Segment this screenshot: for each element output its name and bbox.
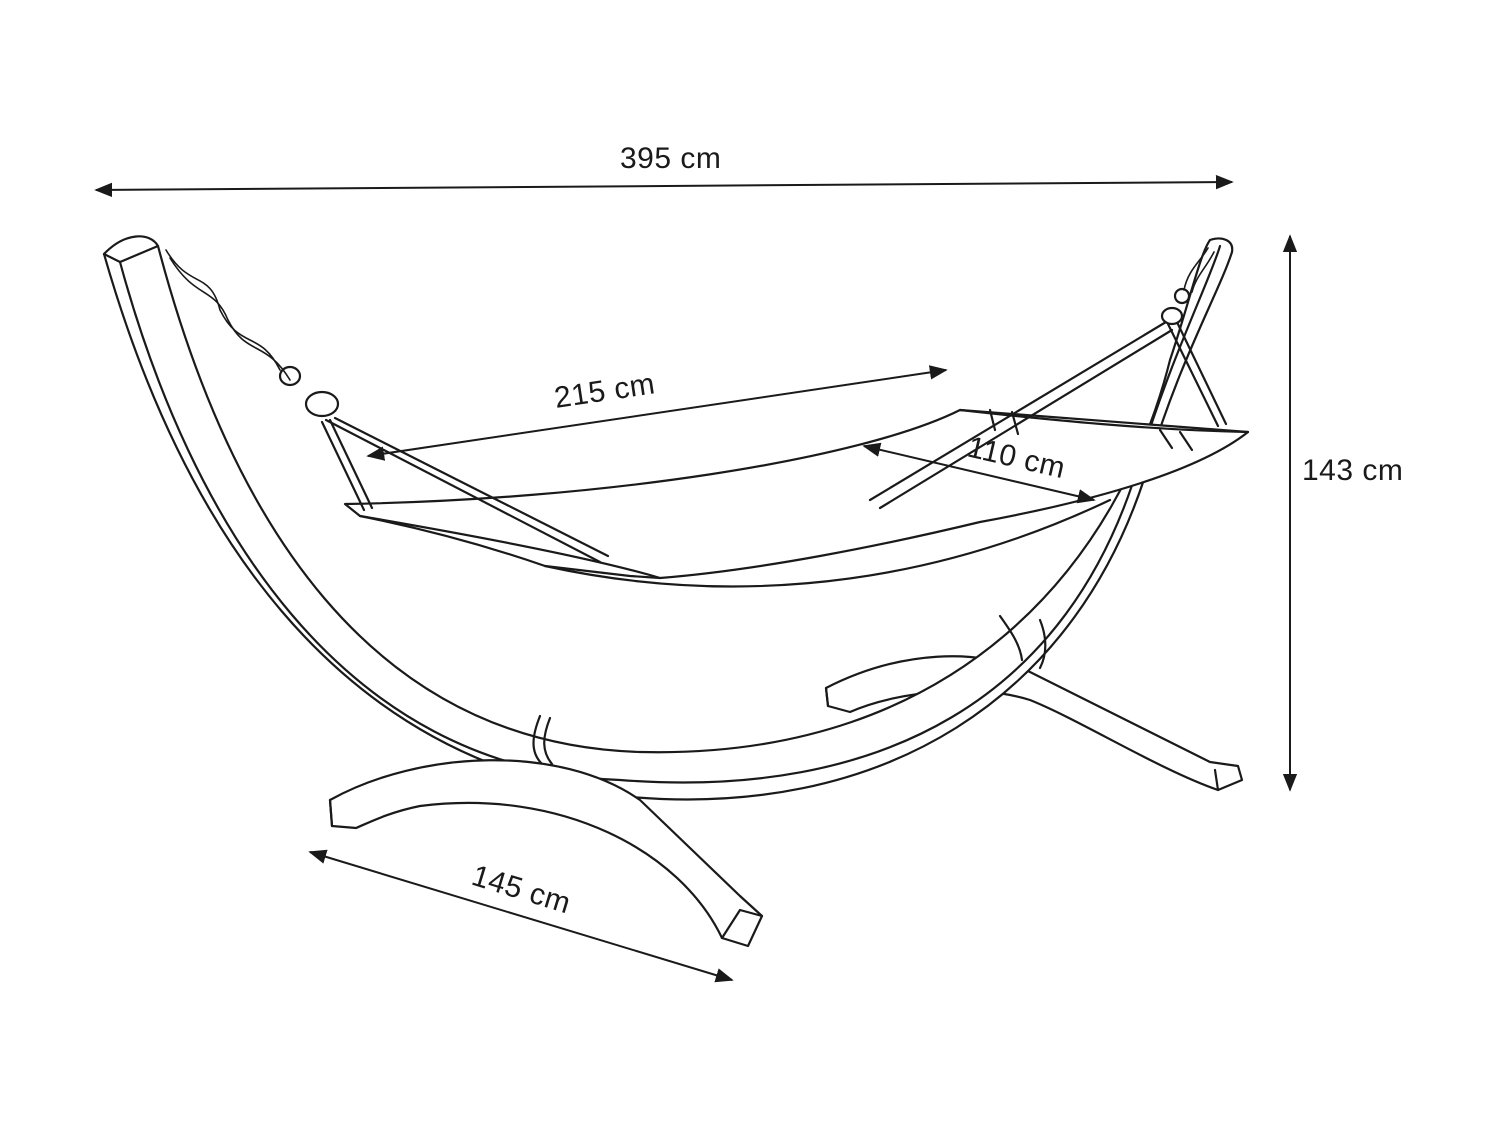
left-suspension bbox=[165, 249, 610, 564]
total-length-dimension-line bbox=[94, 174, 1234, 198]
base-width-dimension-line bbox=[308, 849, 734, 983]
bed-width-dimension-line bbox=[862, 442, 1096, 504]
bed-length-label: 215 cm bbox=[552, 367, 657, 415]
bed-length-dimension-line bbox=[366, 365, 948, 461]
height-label: 143 cm bbox=[1302, 454, 1403, 487]
hammock-bed bbox=[343, 408, 1250, 588]
base-width-label: 145 cm bbox=[468, 859, 575, 920]
total-length-label: 395 cm bbox=[620, 142, 721, 175]
